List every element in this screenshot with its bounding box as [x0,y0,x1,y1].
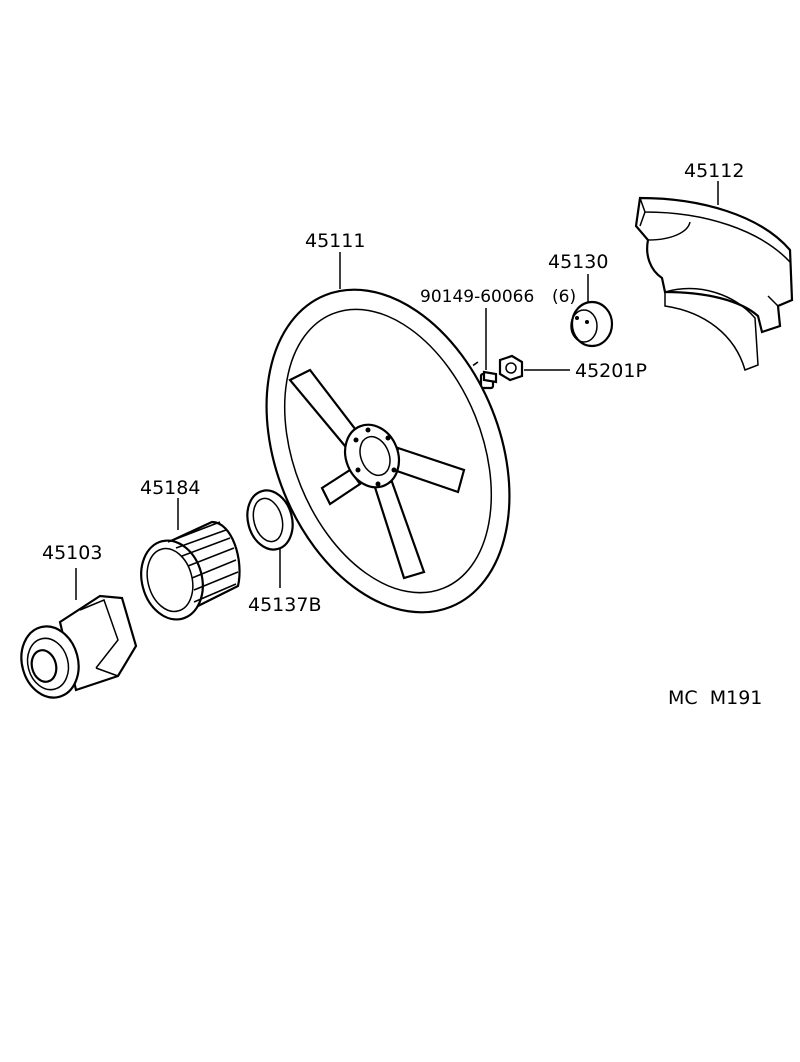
part-number-45103: 45103 [42,542,102,564]
steering-hub-part[interactable] [14,594,138,704]
spacer-ring-part[interactable] [241,485,299,554]
emblem-part[interactable] [570,300,614,348]
part-number-90149-60066: 90149-60066 [420,287,534,307]
figure-code: MC M191 [668,687,762,709]
screw-quantity: (6) [552,287,576,307]
steering-wheel-part[interactable] [221,253,555,648]
part-number-45137b: 45137B [248,594,321,616]
part-number-45130: 45130 [548,251,608,273]
nut-part[interactable] [498,354,524,382]
part-number-45111: 45111 [305,230,365,252]
part-number-45184: 45184 [140,477,200,499]
part-number-45201p: 45201P [575,360,647,382]
part-number-45112: 45112 [684,160,744,182]
boss-boot-part[interactable] [133,520,241,626]
horn-pad-part[interactable] [634,196,794,371]
screw-part[interactable] [479,370,498,390]
